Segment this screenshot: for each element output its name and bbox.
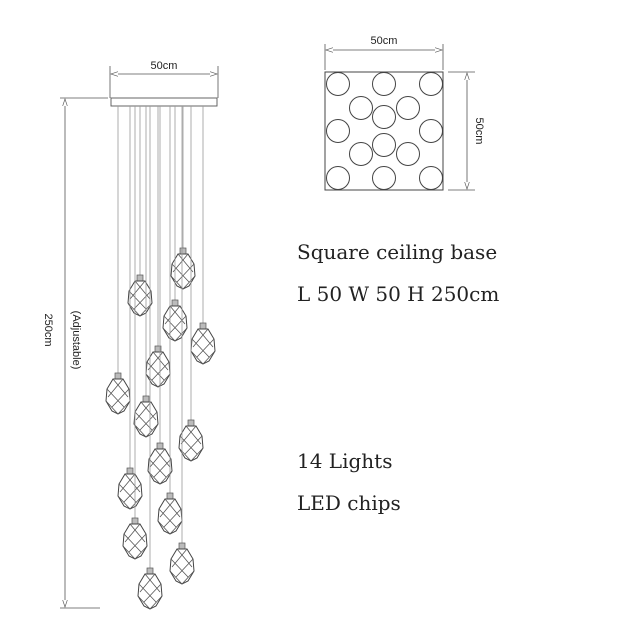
top-depth-label: 50cm <box>473 118 485 145</box>
front-width-label: 50cm <box>151 60 178 72</box>
ceiling-canopy <box>110 97 218 107</box>
pendant-light <box>117 106 143 510</box>
base-hole <box>372 166 396 190</box>
base-hole <box>419 72 443 96</box>
base-hole <box>326 119 350 143</box>
base-hole <box>326 166 350 190</box>
base-hole <box>349 142 373 166</box>
pendant-light <box>147 106 173 485</box>
pendant-light <box>178 106 204 462</box>
pendant-light <box>190 106 216 365</box>
pendant-light <box>105 106 131 415</box>
base-hole <box>349 96 373 120</box>
pendant-light <box>122 106 148 560</box>
pendant-light <box>162 106 188 342</box>
height-label: 250cm <box>42 313 54 346</box>
light-source-text: LED chips <box>297 491 401 515</box>
top-view-dimensions <box>324 44 475 191</box>
pendant-light <box>137 106 163 610</box>
pendant-light <box>127 106 153 317</box>
pendant-group <box>105 106 216 610</box>
pendant-light <box>157 106 183 535</box>
base-hole <box>326 72 350 96</box>
base-hole <box>396 142 420 166</box>
top-width-label: 50cm <box>371 35 398 47</box>
base-hole <box>396 96 420 120</box>
light-count-text: 14 Lights <box>297 449 393 473</box>
pendant-light <box>133 106 159 438</box>
base-hole <box>372 105 396 129</box>
front-width-dimension <box>60 66 219 609</box>
dimensions-text: L 50 W 50 H 250cm <box>297 282 500 306</box>
base-hole <box>419 166 443 190</box>
pendant-light <box>145 106 171 388</box>
base-holes <box>326 72 443 190</box>
height-adjustable-note: (Adjustable) <box>70 311 82 370</box>
base-hole <box>372 72 396 96</box>
base-hole <box>419 119 443 143</box>
base-hole <box>372 133 396 157</box>
pendant-light <box>169 106 195 585</box>
base-type-text: Square ceiling base <box>297 240 498 264</box>
